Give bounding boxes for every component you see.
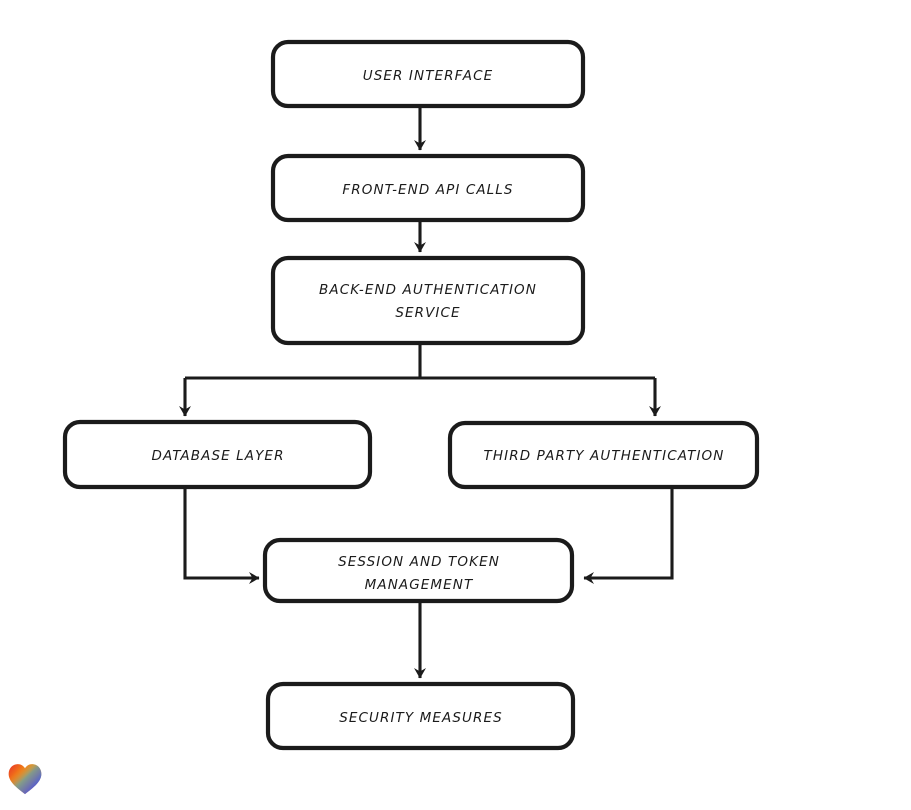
edge-thirdparty-to-session <box>583 487 674 584</box>
node-third-party-authentication-label: THIRD PARTY AUTHENTICATION <box>484 448 725 464</box>
node-security-measures[interactable]: SECURITY MEASURES <box>265 681 576 751</box>
node-back-end-authentication-service-label-line1: BACK-END AUTHENTICATION <box>319 282 537 298</box>
node-database-layer[interactable]: DATABASE LAYER <box>62 419 373 490</box>
node-security-measures-label: SECURITY MEASURES <box>339 710 503 726</box>
node-back-end-authentication-service-label-line2: SERVICE <box>395 305 460 321</box>
node-front-end-api-calls-shape[interactable] <box>270 153 586 223</box>
node-user-interface[interactable]: USER INTERFACE <box>270 39 586 109</box>
node-database-layer-label: DATABASE LAYER <box>151 448 284 464</box>
node-front-end-api-calls-label: FRONT-END API CALLS <box>342 182 513 198</box>
node-back-end-authentication-service[interactable]: BACK-END AUTHENTICATION SERVICE <box>270 255 586 346</box>
node-user-interface-shape[interactable] <box>270 39 586 109</box>
node-security-measures-shape[interactable] <box>265 681 576 751</box>
node-session-and-token-management-shape[interactable] <box>262 537 575 604</box>
node-session-and-token-management[interactable]: SESSION AND TOKEN MANAGEMENT <box>262 537 575 604</box>
node-database-layer-shape[interactable] <box>62 419 373 490</box>
node-third-party-authentication[interactable]: THIRD PARTY AUTHENTICATION <box>447 420 760 490</box>
node-third-party-authentication-shape[interactable] <box>447 420 760 490</box>
edge-backend-split-trunk <box>185 343 655 380</box>
edge-database-to-session <box>183 487 260 584</box>
heart-icon <box>8 764 42 795</box>
node-user-interface-label: USER INTERFACE <box>363 68 493 84</box>
node-session-and-token-management-label-line1: SESSION AND TOKEN <box>338 554 500 570</box>
node-back-end-authentication-service-shape[interactable] <box>270 255 586 346</box>
node-front-end-api-calls[interactable]: FRONT-END API CALLS <box>270 153 586 223</box>
node-session-and-token-management-label-line2: MANAGEMENT <box>365 577 474 593</box>
